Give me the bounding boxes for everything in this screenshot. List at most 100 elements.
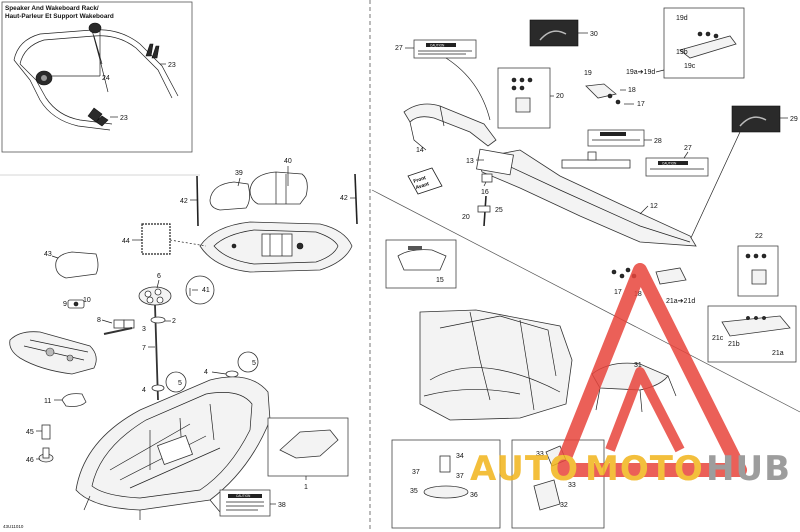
callout-33-b: 33 — [568, 482, 576, 489]
callout-44: 44 — [122, 238, 130, 245]
callout-4-upper: 4 — [142, 387, 146, 394]
detail-21: 21c 21b 21a — [707, 305, 797, 363]
front-tag: Front Avant — [407, 167, 443, 195]
detail-19: 19d 19b 19c 19a➔19d — [626, 7, 745, 79]
callout-5-upper: 5 — [252, 360, 256, 367]
callout-22: 22 — [755, 233, 763, 240]
decal-27-mid: CAUTION 27 — [645, 145, 709, 177]
rack-speaker-assembly: 24 23 23 — [13, 22, 179, 131]
callout-23-upper: 23 — [168, 62, 176, 69]
callout-34: 34 — [456, 453, 464, 460]
callout-35: 35 — [410, 488, 418, 495]
callout-15: 15 — [436, 277, 444, 284]
rack-clamp-upper — [145, 43, 160, 59]
callout-10: 10 — [83, 297, 91, 304]
caution-text-27b: CAUTION — [662, 161, 677, 165]
callout-21c: 21c — [712, 335, 724, 342]
decal-1: 1 — [267, 417, 349, 491]
watermark-hub: HUB — [706, 449, 791, 489]
callout-31: 31 — [634, 362, 642, 369]
badge-30: 30 — [529, 19, 598, 47]
callout-32: 32 — [560, 502, 568, 509]
speaker-part-6: 6 41 2 3 7 4 — [138, 273, 215, 401]
callout-37-b: 37 — [456, 473, 464, 480]
bracket-group: 9 10 8 — [63, 297, 135, 335]
decal-28: 28 — [561, 129, 662, 169]
callout-46: 46 — [26, 457, 34, 464]
callout-5-lower: 5 — [178, 380, 182, 387]
mirror-15: 15 — [385, 239, 457, 289]
rack-clamp-lower — [87, 107, 109, 127]
callout-20: 20 — [556, 93, 564, 100]
boat-topview — [199, 221, 353, 273]
caution-text-27a: CAUTION — [430, 43, 445, 47]
avant-label: Avant — [415, 181, 430, 191]
callout-11: 11 — [44, 398, 51, 405]
callout-19c: 19c — [684, 63, 696, 70]
front-label: Front — [413, 175, 427, 185]
detail-speaker-mount: 34 37 37 35 36 — [391, 439, 501, 529]
callout-21a: 21a — [772, 350, 784, 357]
callout-4-lower: 4 — [204, 369, 208, 376]
pad-43: 43 — [44, 251, 99, 279]
callout-5-group: 5 5 4 — [165, 351, 259, 393]
callout-38: 38 — [278, 502, 286, 509]
bracket-19: 19 18 17 — [584, 70, 645, 108]
rack-tower-14: 14 — [403, 103, 497, 154]
callout-21-range: 21a➔21d — [666, 298, 695, 305]
cushion-39 — [209, 181, 250, 211]
callout-36: 36 — [470, 492, 478, 499]
callout-8: 8 — [97, 317, 101, 324]
cushion-group: 39 40 42 42 — [180, 158, 358, 227]
callout-19d: 19d — [676, 15, 688, 22]
callout-42-left: 42 — [180, 198, 188, 205]
callout-21b: 21b — [728, 341, 740, 348]
speaker-top — [88, 22, 102, 34]
bracket-21: 17 18 21a➔21d — [611, 267, 695, 305]
callout-6: 6 — [157, 273, 161, 280]
boat-isometric — [75, 376, 271, 520]
watermark-auto: AUTO — [470, 449, 579, 489]
callout-23-lower: 23 — [120, 115, 128, 122]
callout-39: 39 — [235, 170, 243, 177]
callout-25: 25 — [495, 207, 503, 214]
hardware-box-22: 22 — [737, 233, 779, 297]
callout-45: 45 — [26, 429, 34, 436]
callout-37-a: 37 — [412, 469, 420, 476]
callout-18-top: 18 — [628, 87, 636, 94]
callout-42-right: 42 — [340, 195, 348, 202]
callout-13: 13 — [466, 158, 474, 165]
title-line-2: Haut-Parleur Et Support Wakeboard — [5, 13, 114, 20]
callout-7: 7 — [142, 345, 146, 352]
callout-19: 19 — [584, 70, 592, 77]
watermark-moto: MOTO — [585, 449, 704, 489]
callout-41: 41 — [202, 287, 210, 294]
callout-17-lower: 17 — [614, 289, 622, 296]
callout-28: 28 — [654, 138, 662, 145]
decal-27-top: CAUTION 27 — [395, 39, 491, 121]
callout-43: 43 — [44, 251, 52, 258]
callout-29: 29 — [790, 116, 798, 123]
callout-19b: 19b — [676, 49, 688, 56]
cover-part-11: 11 — [9, 331, 97, 407]
diagram-code: 43U11010 — [3, 524, 24, 529]
callout-20-lower: 20 — [462, 214, 470, 221]
callout-19-range: 19a➔19d — [626, 69, 655, 76]
watermark: AUTO MOTO HUB — [470, 263, 791, 489]
callout-24: 24 — [102, 75, 110, 82]
mat-44: 44 — [122, 223, 207, 255]
callout-40: 40 — [284, 158, 292, 165]
boat-tower-view — [419, 309, 573, 421]
callout-33-a: 33 — [536, 451, 544, 458]
callout-30: 30 — [590, 31, 598, 38]
callout-2: 2 — [172, 318, 176, 325]
title-block: Speaker And Wakeboard Rack/ Haut-Parleur… — [5, 5, 114, 20]
mount-hardware: 16 20 25 — [462, 173, 503, 227]
fitting-45-46: 45 46 — [26, 424, 54, 464]
callout-17-top: 17 — [637, 101, 645, 108]
callout-1: 1 — [304, 484, 308, 491]
caution-label-38: CAUTION 38 — [219, 489, 286, 517]
callout-27-top: 27 — [395, 45, 403, 52]
